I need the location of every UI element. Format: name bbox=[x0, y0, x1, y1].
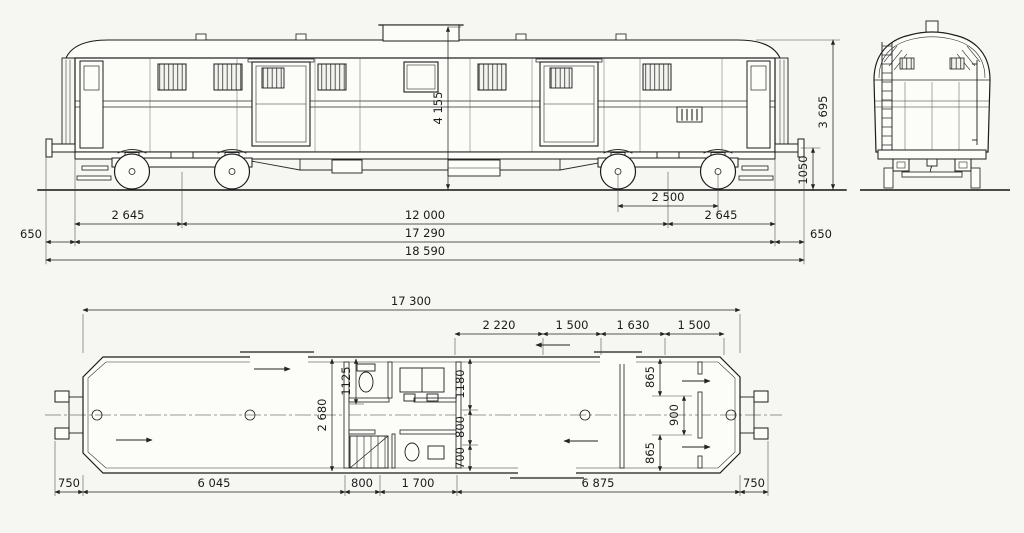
wc-fixture bbox=[358, 371, 374, 393]
plan-fixtures bbox=[356, 363, 445, 462]
dim-plan-top4: 1 500 bbox=[678, 318, 711, 332]
dim-body-length: 17 290 bbox=[405, 226, 445, 240]
sliding-door-right bbox=[535, 58, 603, 147]
roof-vent bbox=[515, 33, 527, 41]
dim-bogie-pivot-left: 2 645 bbox=[112, 208, 145, 222]
plan-arrows bbox=[116, 342, 711, 450]
end-view bbox=[860, 20, 1010, 191]
end-door-right bbox=[746, 60, 771, 149]
roof-vent bbox=[295, 33, 307, 41]
dim-bottom-1700: 1 700 bbox=[402, 476, 435, 490]
plan-walls bbox=[343, 361, 703, 469]
dim-pivot-distance: 12 000 bbox=[405, 208, 445, 222]
roof bbox=[65, 24, 781, 59]
dim-width-1125: 1125 bbox=[339, 366, 353, 395]
dim-bottom-6045: 6 045 bbox=[198, 476, 231, 490]
plan-stairs bbox=[349, 435, 389, 469]
roof-vent bbox=[195, 33, 207, 41]
bogie-right bbox=[597, 149, 739, 190]
end-footboard bbox=[901, 171, 963, 178]
wheel-edge bbox=[883, 167, 894, 189]
dim-door-900: 900 bbox=[667, 404, 681, 426]
steps bbox=[76, 165, 774, 181]
dim-height-buffer: 1050 bbox=[796, 155, 810, 184]
dim-plan-overall: 17 300 bbox=[391, 294, 431, 308]
dim-axle-base: 2 500 bbox=[652, 190, 685, 204]
floor-plan: 17 300 2 220 1 500 1 630 1 500 2 680 112… bbox=[45, 294, 782, 496]
dim-height-roof: 3 695 bbox=[816, 96, 830, 129]
dim-door-865-bottom: 865 bbox=[643, 442, 657, 464]
end-door-left bbox=[79, 60, 104, 149]
dim-width-overall: 2 680 bbox=[315, 399, 329, 432]
centre-window bbox=[403, 61, 439, 93]
louvre-windows bbox=[157, 63, 672, 91]
headstock bbox=[877, 149, 987, 160]
end-ladder bbox=[881, 42, 893, 150]
dim-overall-length: 18 590 bbox=[405, 244, 445, 258]
dim-width-1180: 1180 bbox=[453, 369, 467, 398]
dim-width-700: 700 bbox=[453, 447, 467, 469]
plan-roundels bbox=[91, 409, 737, 421]
underframe-box bbox=[331, 159, 363, 174]
roof-vent bbox=[615, 33, 627, 41]
sliding-door-left bbox=[247, 58, 315, 147]
dim-width-800: 800 bbox=[453, 416, 467, 438]
dim-bottom-6875: 6 875 bbox=[582, 476, 615, 490]
dim-buffer-right: 650 bbox=[810, 227, 832, 241]
wc-fixture bbox=[404, 442, 420, 462]
dim-door-865-top: 865 bbox=[643, 366, 657, 388]
dim-bottom-750-left: 750 bbox=[58, 476, 80, 490]
side-dimensions: 2 500 2 645 12 000 2 645 650 17 290 650 … bbox=[20, 26, 836, 263]
dim-height-overall: 4 155 bbox=[431, 92, 445, 125]
side-grille bbox=[676, 106, 703, 123]
car-body bbox=[61, 57, 789, 153]
end-handrail bbox=[972, 60, 978, 145]
side-elevation: 2 500 2 645 12 000 2 645 650 17 290 650 … bbox=[20, 24, 847, 265]
plan-buffers-right bbox=[740, 390, 769, 440]
panel-seams bbox=[149, 57, 723, 153]
dim-buffer-left: 650 bbox=[20, 227, 42, 241]
dim-plan-top2: 1 500 bbox=[556, 318, 589, 332]
plan-extension-lines bbox=[54, 314, 769, 496]
end-seams bbox=[904, 82, 960, 150]
dim-bottom-800: 800 bbox=[351, 476, 373, 490]
dim-plan-top1: 2 220 bbox=[483, 318, 516, 332]
dim-bottom-750-right: 750 bbox=[743, 476, 765, 490]
roof-stack bbox=[925, 20, 939, 33]
buffers-end bbox=[892, 158, 972, 172]
plan-doors bbox=[240, 351, 642, 479]
plan-dimensions: 17 300 2 220 1 500 1 630 1 500 2 680 112… bbox=[54, 294, 769, 495]
end-window bbox=[899, 57, 915, 70]
end-window bbox=[949, 57, 965, 70]
plan-outline bbox=[82, 356, 741, 474]
dim-bogie-pivot-right: 2 645 bbox=[705, 208, 738, 222]
bogie-left bbox=[111, 149, 253, 190]
dim-plan-top3: 1 630 bbox=[617, 318, 650, 332]
roof-lookout bbox=[382, 24, 460, 42]
plan-buffers-left bbox=[54, 390, 83, 440]
wheel-edge bbox=[970, 167, 981, 189]
